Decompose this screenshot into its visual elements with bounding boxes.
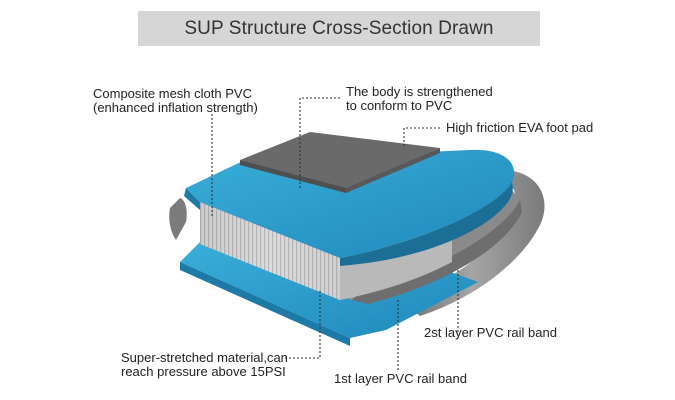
label-composite-mesh: Composite mesh cloth PVC (enhanced infla… [93,87,258,115]
eva-foot-pad [240,132,440,193]
label-super-stretched-line2: reach pressure above 15PSI [121,364,286,379]
label-rail-1st: 1st layer PVC rail band [334,371,467,386]
label-composite-mesh-line1: Composite mesh cloth PVC [93,86,252,101]
label-composite-mesh-line2: (enhanced inflation strength) [93,100,258,115]
label-body-strengthened: The body is strengthened to conform to P… [346,85,493,113]
top-blue-layer [184,149,515,266]
label-super-stretched: Super-stretched material,can reach press… [121,351,288,379]
leader-body-strengthened [299,97,340,190]
leader-super-stretched [285,290,321,359]
label-body-strengthened-line2: to conform to PVC [346,98,453,113]
leader-eva-pad [403,127,440,148]
leader-lines [211,97,459,370]
label-super-stretched-line1: Super-stretched material,can [121,350,288,365]
diagram-title: SUP Structure Cross-Section Drawn [138,11,540,46]
label-eva-pad: High friction EVA foot pad [446,120,594,135]
label-rail-2nd: 2st layer PVC rail band [424,325,557,340]
label-body-strengthened-line1: The body is strengthened [346,84,493,99]
